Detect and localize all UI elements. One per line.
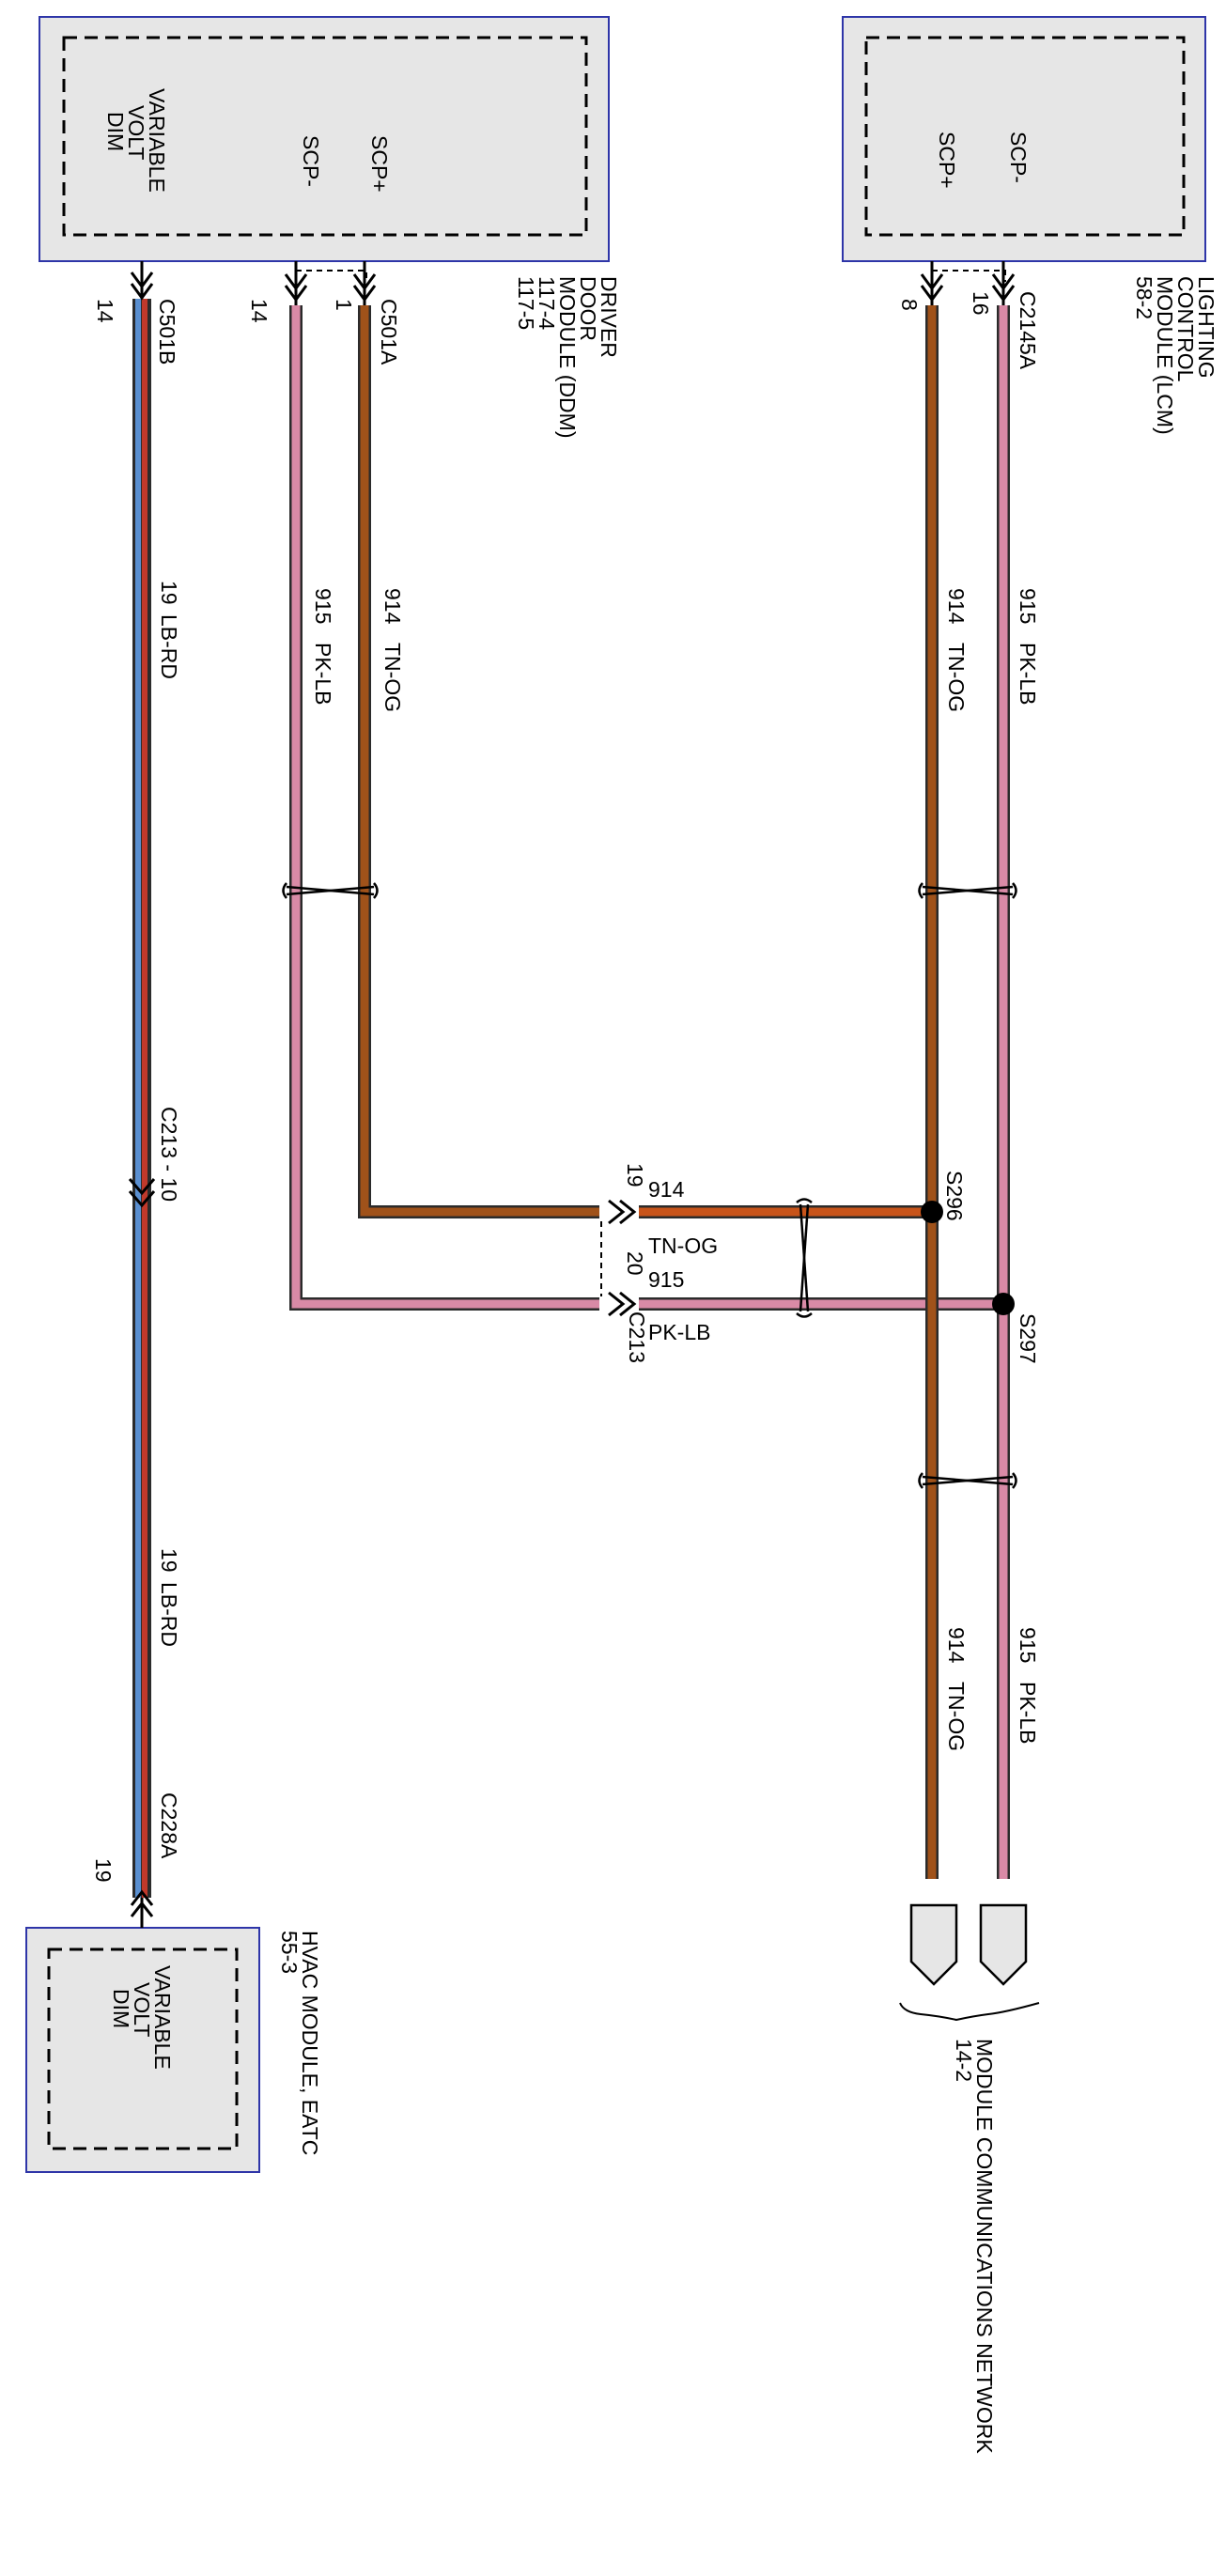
ddm-pin-scp-plus: SCP+: [367, 135, 392, 193]
connector-c228a: C228A: [157, 1792, 181, 1859]
pin-number-c501b: 14: [93, 299, 117, 323]
pin-number-c228a: 19: [91, 1858, 116, 1883]
svg-text:TN-OG: TN-OG: [380, 643, 405, 712]
wire-label-915-horizontal: 915: [648, 1267, 684, 1292]
svg-text:14-2: 14-2: [952, 2039, 976, 2082]
pin-arrows: [128, 272, 1016, 1917]
network-connector-914: [909, 1903, 958, 1986]
wire-label-914-horizontal: 914: [648, 1177, 685, 1202]
lcm-module-box: [842, 16, 1206, 262]
svg-text:DOOR: DOOR: [576, 276, 600, 341]
wire-label-lbrd-top: 19 LB-RD: [157, 581, 181, 679]
pin-number-c2145a-scp-minus: 16: [969, 291, 993, 316]
pin-number-c2145a-scp-plus: 8: [897, 299, 922, 311]
svg-text:19: 19: [157, 581, 181, 605]
svg-text:19: 19: [157, 1548, 181, 1573]
network-brace: [899, 2002, 1040, 2022]
svg-text:LB-RD: LB-RD: [157, 1582, 181, 1647]
ddm-pin-scp-minus: SCP-: [299, 135, 323, 187]
svg-text:LIGHTING: LIGHTING: [1194, 276, 1218, 379]
svg-text:914: 914: [944, 1627, 969, 1664]
ddm-module-box: [39, 16, 610, 262]
hvac-pin-volt: VOLT: [130, 1982, 154, 2037]
svg-text:58-2: 58-2: [1132, 276, 1156, 319]
hvac-module-box: [25, 1927, 260, 2173]
network-title: MODULE COMMUNICATIONS NETWORK 14-2: [952, 2039, 997, 2454]
svg-text:PK-LB: PK-LB: [1016, 1682, 1040, 1744]
svg-text:MODULE (DDM): MODULE (DDM): [555, 276, 580, 439]
splice-s297-label: S297: [1016, 1313, 1040, 1364]
wire-label-915-ddm: 915 PK-LB: [311, 588, 335, 705]
hvac-pin-dim: DIM: [109, 1989, 133, 2028]
svg-text:MODULE COMMUNICATIONS NETWORK: MODULE COMMUNICATIONS NETWORK: [972, 2039, 997, 2454]
ddm-title: DRIVER DOOR MODULE (DDM) 117-4 117-5: [514, 276, 621, 439]
wire-label-915-lcm-bottom: 915 PK-LB: [1016, 1627, 1040, 1744]
splice-s297-dot: [992, 1293, 1015, 1315]
splice-s296-dot: [921, 1201, 943, 1223]
svg-text:DRIVER: DRIVER: [597, 276, 621, 358]
pin-number-c213-915: 20: [623, 1251, 647, 1276]
svg-text:915: 915: [1016, 588, 1040, 624]
wire-label-914-ddm: 914 TN-OG: [380, 588, 405, 712]
wire-label-914-lcm-top: 914 TN-OG: [944, 588, 969, 712]
wire-915-ddm: [289, 261, 599, 1311]
hvac-pin-variable: VARIABLE: [150, 1965, 175, 2070]
wire-lbrd: [132, 261, 151, 1928]
pin-number-c213-914: 19: [623, 1163, 647, 1187]
splice-s296-label: S296: [942, 1171, 967, 1221]
wire-label-tnog-horizontal: TN-OG: [648, 1234, 718, 1258]
pin-number-c501a-scp-minus: 14: [247, 299, 272, 323]
svg-text:915: 915: [1016, 1627, 1040, 1663]
lcm-title: LIGHTING CONTROL MODULE (LCM) 58-2: [1132, 276, 1218, 435]
svg-text:PK-LB: PK-LB: [1016, 643, 1040, 705]
wire-label-lbrd-bottom: 19 LB-RD: [157, 1548, 181, 1647]
svg-text:117-5: 117-5: [514, 276, 538, 330]
svg-text:LB-RD: LB-RD: [157, 614, 181, 679]
connector-c501b: C501B: [155, 299, 179, 365]
svg-text:915: 915: [311, 588, 335, 624]
ddm-pin-dim: DIM: [103, 112, 128, 151]
svg-text:914: 914: [380, 588, 405, 625]
svg-text:55-3: 55-3: [277, 1931, 302, 1974]
svg-text:HVAC MODULE, EATC: HVAC MODULE, EATC: [298, 1931, 322, 2155]
lcm-pin-scp-minus: SCP-: [1006, 132, 1031, 183]
wire-label-pklb-horizontal: PK-LB: [648, 1320, 710, 1344]
svg-text:CONTROL: CONTROL: [1173, 276, 1198, 382]
connector-c213-inline: C213 - 10: [157, 1107, 181, 1202]
svg-text:117-4: 117-4: [535, 276, 559, 330]
network-connector-915: [979, 1903, 1028, 1986]
wire-label-914-lcm-bottom: 914 TN-OG: [944, 1627, 969, 1751]
lcm-pin-scp-plus: SCP+: [935, 132, 959, 189]
svg-text:TN-OG: TN-OG: [944, 643, 969, 712]
hvac-title: HVAC MODULE, EATC 55-3: [277, 1931, 322, 2155]
wire-label-915-lcm-top: 915 PK-LB: [1016, 588, 1040, 705]
svg-text:PK-LB: PK-LB: [311, 643, 335, 705]
twisted-pair-symbols: [282, 882, 1017, 1489]
connector-group-dashes: [296, 270, 1006, 1296]
connector-c213: C213: [625, 1311, 649, 1363]
ddm-pin-variable: VARIABLE: [145, 88, 169, 193]
ddm-pin-volt: VOLT: [124, 105, 148, 160]
svg-text:MODULE (LCM): MODULE (LCM): [1153, 276, 1177, 435]
pin-number-c501a-scp-plus: 1: [332, 299, 356, 311]
svg-text:914: 914: [944, 588, 969, 625]
connector-c501a: C501A: [377, 299, 401, 365]
svg-text:TN-OG: TN-OG: [944, 1682, 969, 1751]
connector-c2145a: C2145A: [1016, 291, 1040, 370]
